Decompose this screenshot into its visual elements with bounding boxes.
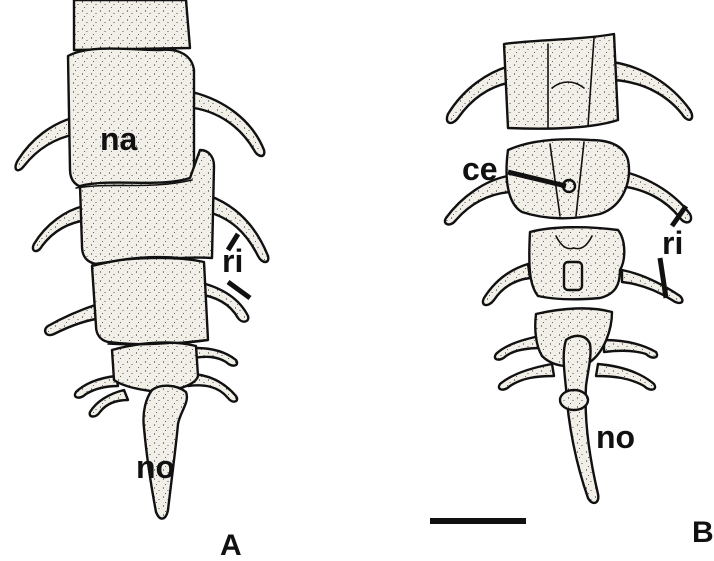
panel-label-a: A	[220, 529, 242, 561]
scale-bar	[430, 518, 526, 524]
spine-b3	[564, 262, 582, 290]
rib-a1-right	[192, 92, 264, 156]
panel-b-specimen: ce ri no B	[430, 34, 714, 549]
label-ce: ce	[462, 151, 498, 187]
rib-b3-right	[622, 270, 682, 303]
panel-a-specimen: na ri no A	[16, 0, 269, 561]
rib-a3-left	[45, 304, 102, 335]
rib-b5-right	[596, 364, 655, 390]
label-na: na	[100, 121, 138, 157]
rib-a1-left	[16, 118, 76, 170]
centrum-b5	[560, 390, 588, 410]
vertebra-b2	[507, 139, 629, 218]
vertebra-a4	[112, 343, 198, 392]
rib-b4-right	[604, 340, 657, 358]
vertebra-a3	[92, 257, 208, 344]
vertebra-a0	[74, 0, 190, 50]
rib-b1-left	[447, 66, 512, 123]
label-ri-b: ri	[662, 225, 683, 261]
label-ri-a: ri	[222, 243, 243, 279]
label-no-b: no	[596, 419, 635, 455]
vertebra-b1	[504, 34, 618, 129]
rib-b5-left	[499, 364, 554, 390]
panel-label-b: B	[692, 516, 714, 549]
rib-a5-left	[90, 390, 128, 417]
rib-b1-right	[612, 62, 692, 120]
vertebra-a1	[68, 49, 194, 189]
rib-a4-right	[194, 348, 237, 366]
rib-b3-left	[483, 264, 530, 305]
label-no-a: no	[136, 449, 175, 485]
